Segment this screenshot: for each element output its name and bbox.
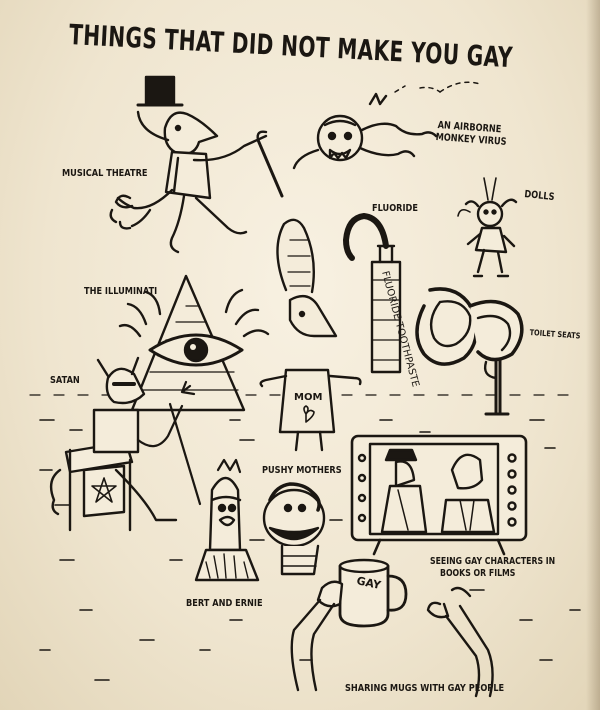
fluoride-toothpaste: FLUORIDE TOOTHPASTE — [343, 213, 421, 388]
mug-word: GAY — [355, 574, 383, 592]
pushy-mother: MOM — [259, 218, 362, 452]
label-gay-characters-line1: SEEING GAY CHARACTERS IN — [430, 556, 556, 567]
doll — [457, 177, 518, 278]
label-pushy-mothers: PUSHY MOTHERS — [262, 465, 342, 476]
label-illuminati: THE ILLUMINATI — [84, 286, 158, 297]
satan-on-throne — [49, 356, 202, 532]
musical-theatre-dancer — [109, 75, 284, 254]
label-fluoride: FLUORIDE — [372, 203, 418, 214]
label-sharing-mugs: SHARING MUGS WITH GAY PEOPLE — [345, 683, 505, 694]
book-spine-shadow — [586, 0, 600, 710]
airborne-monkey — [292, 81, 481, 170]
label-bert-and-ernie: BERT AND ERNIE — [186, 598, 263, 609]
illuminati-pyramid — [118, 274, 270, 412]
label-gay-characters-line2: BOOKS OR FILMS — [440, 568, 516, 579]
label-musical-theatre: MUSICAL THEATRE — [62, 168, 148, 179]
bert-puppet — [194, 458, 260, 582]
ernie-puppet — [262, 482, 326, 576]
toilet-seats — [415, 287, 524, 416]
gay-mug-hands: GAY — [290, 558, 494, 698]
mom-shirt-text: MOM — [294, 392, 322, 403]
label-satan: SATAN — [50, 375, 80, 386]
tv-set — [350, 434, 528, 556]
